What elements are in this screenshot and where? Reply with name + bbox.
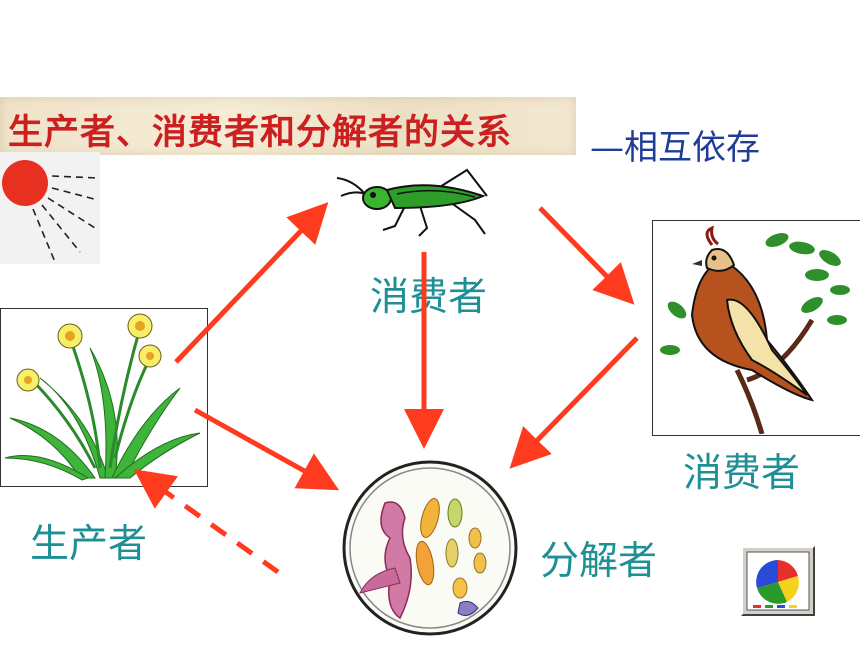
chart-button-icon (746, 551, 810, 611)
arrow-producer-to-decomposer (193, 407, 340, 491)
page-subtitle: —相互依存 (590, 128, 760, 168)
title-banner (0, 97, 576, 155)
label-decomposer: 分解者 (540, 539, 658, 584)
page-title: 生产者、消费者和分解者的关系 (8, 113, 513, 153)
bird-icon (660, 225, 850, 434)
microbe-icon (342, 460, 518, 636)
arrow-consumer-to-consumer (538, 206, 635, 305)
sun-icon (0, 152, 100, 264)
arrow-decomposer-to-producer (133, 469, 280, 575)
label-consumer-top: 消费者 (370, 275, 488, 320)
grasshopper-icon (336, 168, 488, 237)
chart-action-button[interactable] (741, 546, 815, 616)
label-producer: 生产者 (30, 522, 148, 567)
arrow-consumer2-to-decomposer (509, 336, 639, 469)
label-consumer-right: 消费者 (683, 451, 801, 496)
daffodil-icon (4, 313, 201, 481)
arrow-producer-to-consumer (174, 202, 329, 364)
